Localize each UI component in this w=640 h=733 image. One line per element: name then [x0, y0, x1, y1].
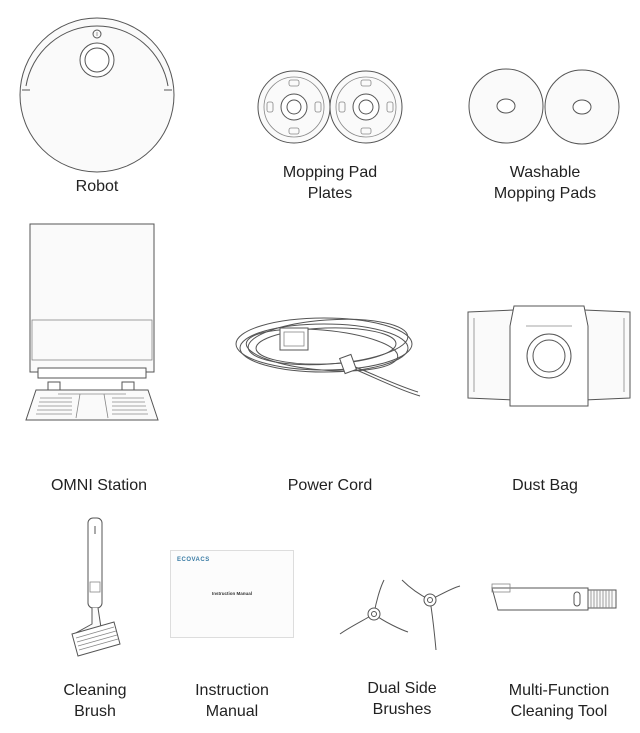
dual-side-brushes-label: Dual Side Brushes	[367, 680, 437, 718]
mopping-pad-plates-label: Mopping Pad Plates	[282, 164, 378, 202]
manual-cover-title: Instruction Manual	[211, 591, 252, 596]
power-cord-label: Power Cord	[287, 477, 373, 494]
robot-label: Robot	[75, 178, 119, 195]
omni-station-illustration	[18, 222, 166, 424]
washable-mopping-pads-illustration	[466, 66, 622, 148]
manual-brand-logo: ECOVACS	[177, 557, 210, 563]
dust-bag-illustration	[464, 302, 634, 410]
cleaning-brush-illustration	[62, 516, 128, 668]
instruction-manual-label: Instruction Manual	[195, 682, 269, 720]
multi-function-cleaning-tool-illustration	[488, 580, 622, 620]
robot-illustration	[18, 16, 176, 174]
dust-bag-label: Dust Bag	[512, 477, 578, 494]
dual-side-brushes-illustration	[334, 574, 472, 664]
mopping-pad-plates-illustration	[256, 64, 404, 154]
instruction-manual-illustration: ECOVACS Instruction Manual	[170, 550, 294, 638]
omni-station-label: OMNI Station	[50, 477, 148, 494]
power-cord-illustration	[228, 300, 424, 400]
cleaning-brush-label: Cleaning Brush	[63, 682, 127, 720]
multi-function-cleaning-tool-label: Multi-Function Cleaning Tool	[508, 682, 610, 720]
washable-mopping-pads-label: Washable Mopping Pads	[493, 164, 597, 202]
